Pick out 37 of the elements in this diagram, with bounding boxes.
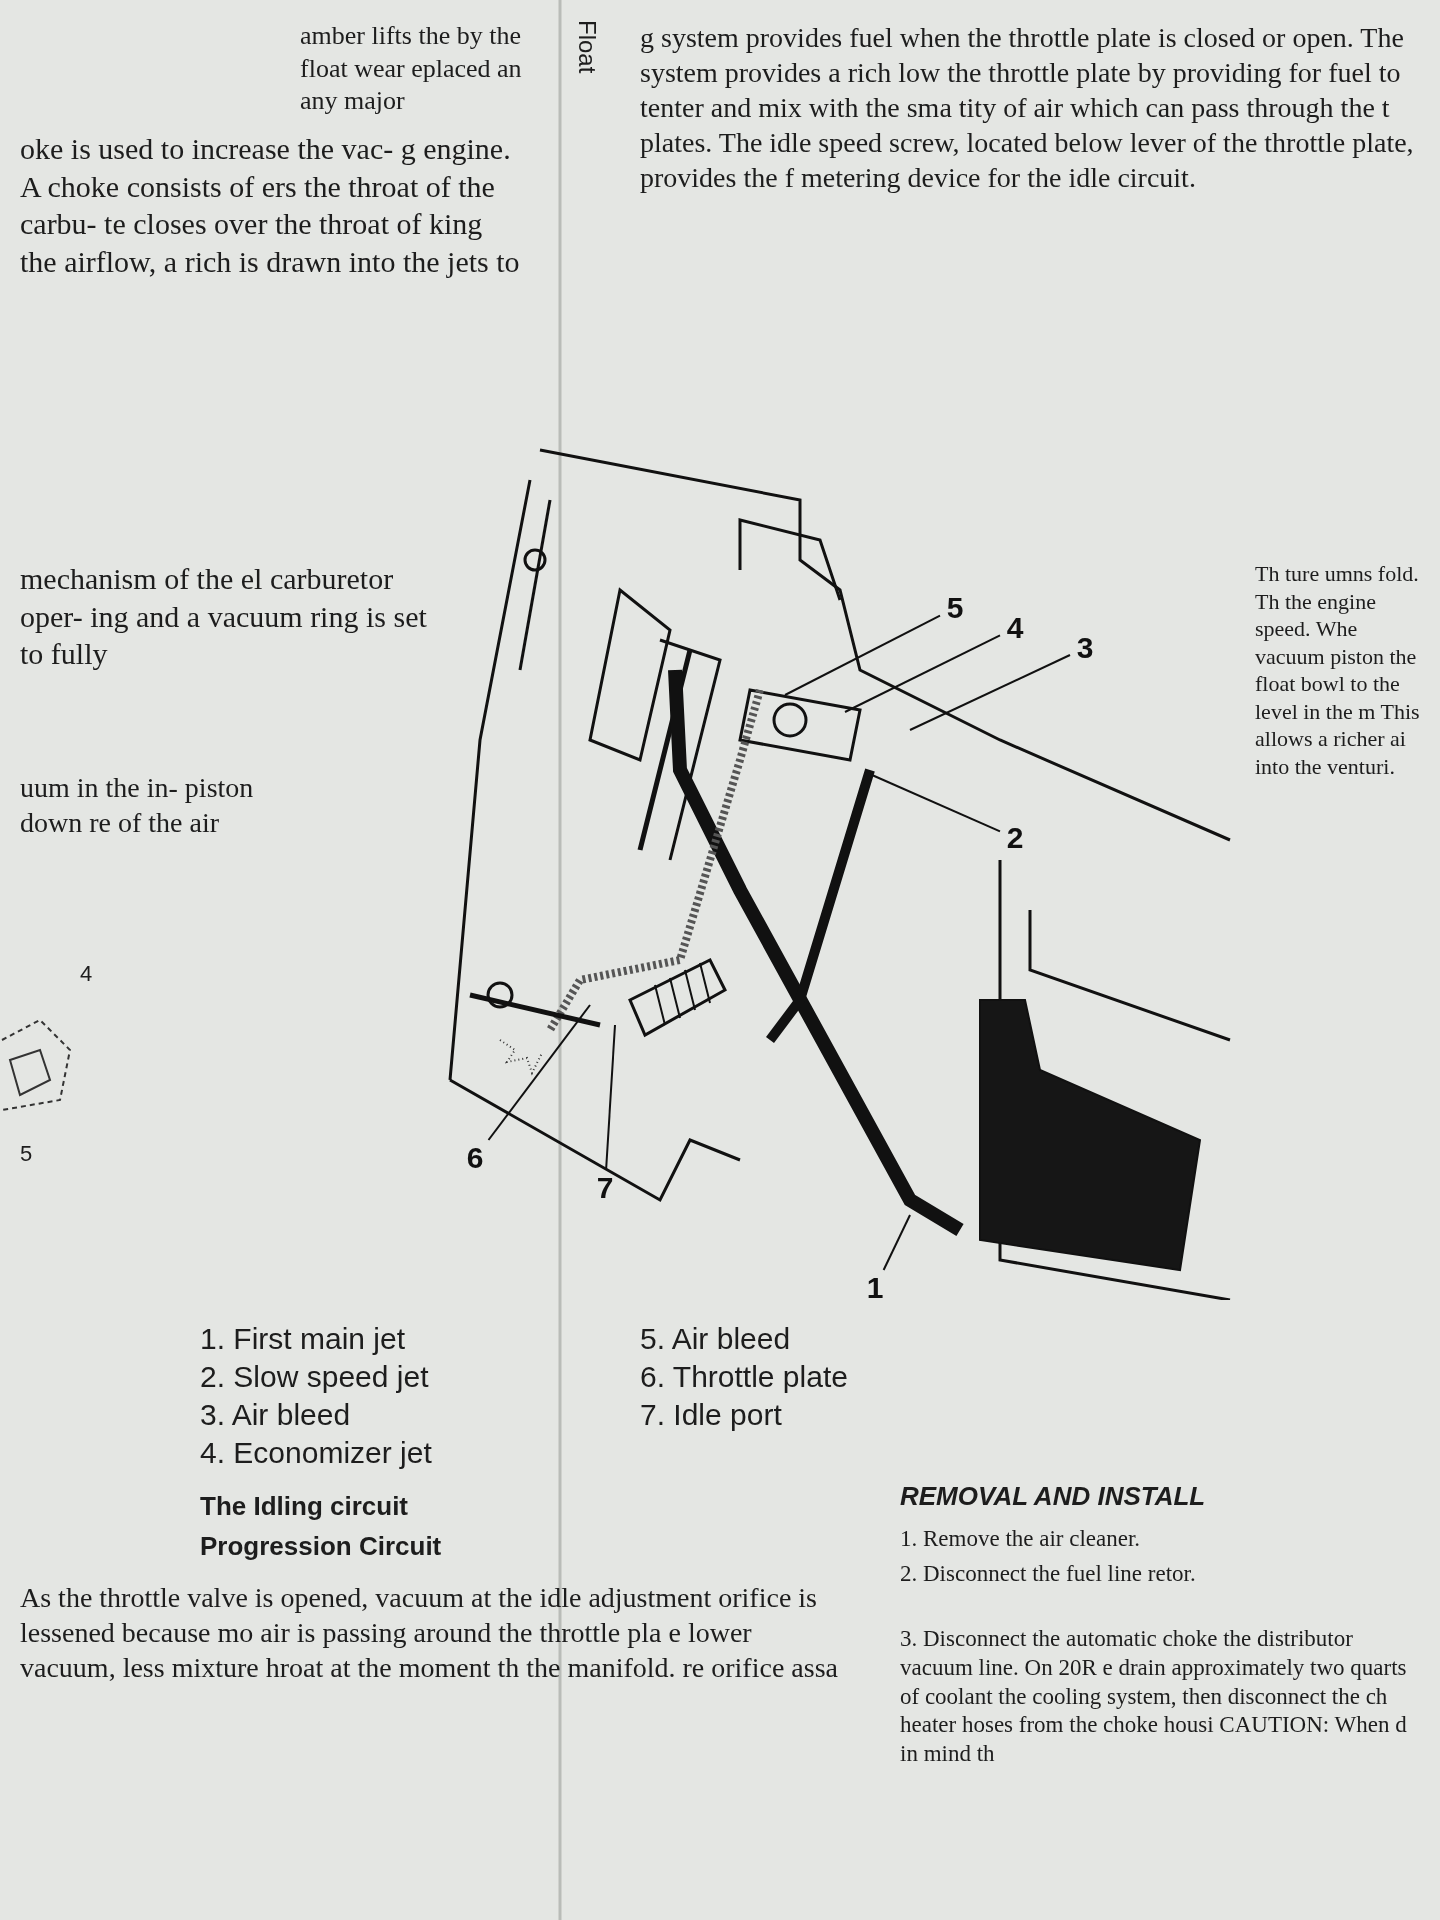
- leader-line: [882, 1214, 911, 1271]
- list-item: 3. Disconnect the automatic choke the distributor vacuum line. On 20R e drain approximately two quarts of coolant the cooling system, then disconnect the ch heater hoses from the choke housi CAUTION: When d in mind th: [900, 1625, 1408, 1768]
- leader-line: [909, 654, 1071, 731]
- legend-text: 7. Idle port: [640, 1397, 782, 1433]
- callout-number: 7: [590, 1170, 620, 1206]
- paragraph-text: mechanism of the el carburetor oper- ing and a vacuum ring is set to fully: [20, 561, 428, 672]
- list-item: 1. Remove the air cleaner.: [900, 1525, 1142, 1553]
- callout-number: 6: [460, 1140, 490, 1176]
- margin-label: Float: [573, 20, 602, 74]
- paragraph-text: Th ture umns fold. Th the engine speed. Whe vacuum piston the float bowl to the level in the m This allows a richer ai into the venturi.: [1255, 560, 1421, 780]
- leader-line: [871, 774, 1001, 833]
- callout-number: 1: [860, 1270, 890, 1306]
- callout-number: 3: [1070, 630, 1100, 666]
- legend-text: 3. Air bleed: [200, 1397, 351, 1433]
- leader-line: [844, 634, 1001, 713]
- list-item: 2. Disconnect the fuel line retor.: [900, 1560, 1197, 1588]
- leader-line: [605, 1024, 616, 1171]
- callout-number: 4: [1000, 610, 1030, 646]
- callout-number: 2: [1000, 820, 1030, 856]
- callout-number: 5: [940, 590, 970, 626]
- paragraph-text: amber lifts the by the float wear eplaced an any major: [300, 20, 523, 117]
- legend-text: 4. Economizer jet: [200, 1435, 432, 1471]
- legend-text: 5. Air bleed: [640, 1321, 791, 1357]
- legend-text: 1. First main jet: [200, 1321, 406, 1357]
- leader-line: [487, 1004, 591, 1141]
- leader-line: [784, 614, 941, 696]
- paragraph-text: g system provides fuel when the throttle plate is closed or open. The system provides a rich low the throttle plate by providing for fuel to tenter and mix with the sma tity of air which can pass through the t plates. The idle speed screw, located below lever of the throttle plate, provides the f metering device for the idle circuit.: [640, 21, 1415, 195]
- section-heading: REMOVAL AND INSTALL: [900, 1480, 1206, 1513]
- section-heading: Progression Circuit: [200, 1530, 442, 1563]
- legend-text: 6. Throttle plate: [640, 1359, 848, 1395]
- callout-number: 5: [20, 1140, 33, 1168]
- callout-number: 4: [80, 960, 93, 988]
- section-heading: The Idling circuit: [200, 1490, 408, 1523]
- paragraph-text: oke is used to increase the vac- g engine. A choke consists of ers the throat of the carbu- te closes over the throat of king the airflow, a rich is drawn into the jets to: [20, 131, 520, 280]
- paragraph-text: uum in the in- piston down re of the air: [20, 771, 255, 840]
- legend-text: 2. Slow speed jet: [200, 1359, 429, 1395]
- paragraph-text: As the throttle valve is opened, vacuum at the idle adjustment orifice is lessened because mo air is passing around the throttle pla e lower vacuum, less mixture hroat at the moment th the manifold. re orifice assa: [20, 1581, 839, 1685]
